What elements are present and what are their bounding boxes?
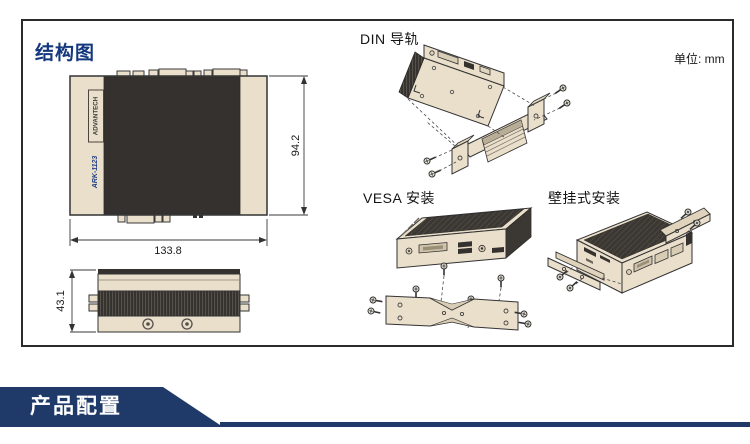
top-view-drawing: ADVANTECH ARK-1123 133.8 94.2	[69, 68, 308, 257]
brand-plate	[88, 89, 104, 143]
wall-mount-drawing	[547, 206, 711, 294]
din-screw	[552, 83, 568, 97]
unit-label: 单位: mm	[674, 52, 725, 66]
model-text: ARK-1123	[92, 156, 99, 190]
dimension-height-value: 43.1	[55, 290, 67, 311]
banner-rule-line	[220, 422, 750, 427]
din-screw	[556, 98, 572, 112]
dimension-width-value: 133.8	[154, 245, 182, 257]
page-title: 结构图	[35, 43, 96, 64]
banner-title: 产品配置	[30, 395, 122, 418]
dimension-depth-value: 94.2	[290, 135, 302, 156]
product-config-banner: 产品配置	[0, 387, 750, 427]
dimension-depth	[269, 75, 308, 216]
side-view-drawing: 43.1	[55, 269, 250, 333]
vesa-mount-section-label: VESA 安装	[363, 190, 435, 206]
din-rail-drawing	[398, 44, 572, 179]
wall-mount-section-label: 壁挂式安装	[548, 190, 621, 206]
din-rail-section-label: DIN 导轨	[360, 31, 419, 47]
dimension-height	[70, 269, 96, 333]
din-screw	[422, 153, 438, 166]
din-screw	[427, 166, 443, 179]
brand-logo-text: ADVANTECH	[93, 96, 100, 135]
vesa-mount-drawing	[366, 207, 533, 331]
dimension-width	[69, 219, 268, 246]
